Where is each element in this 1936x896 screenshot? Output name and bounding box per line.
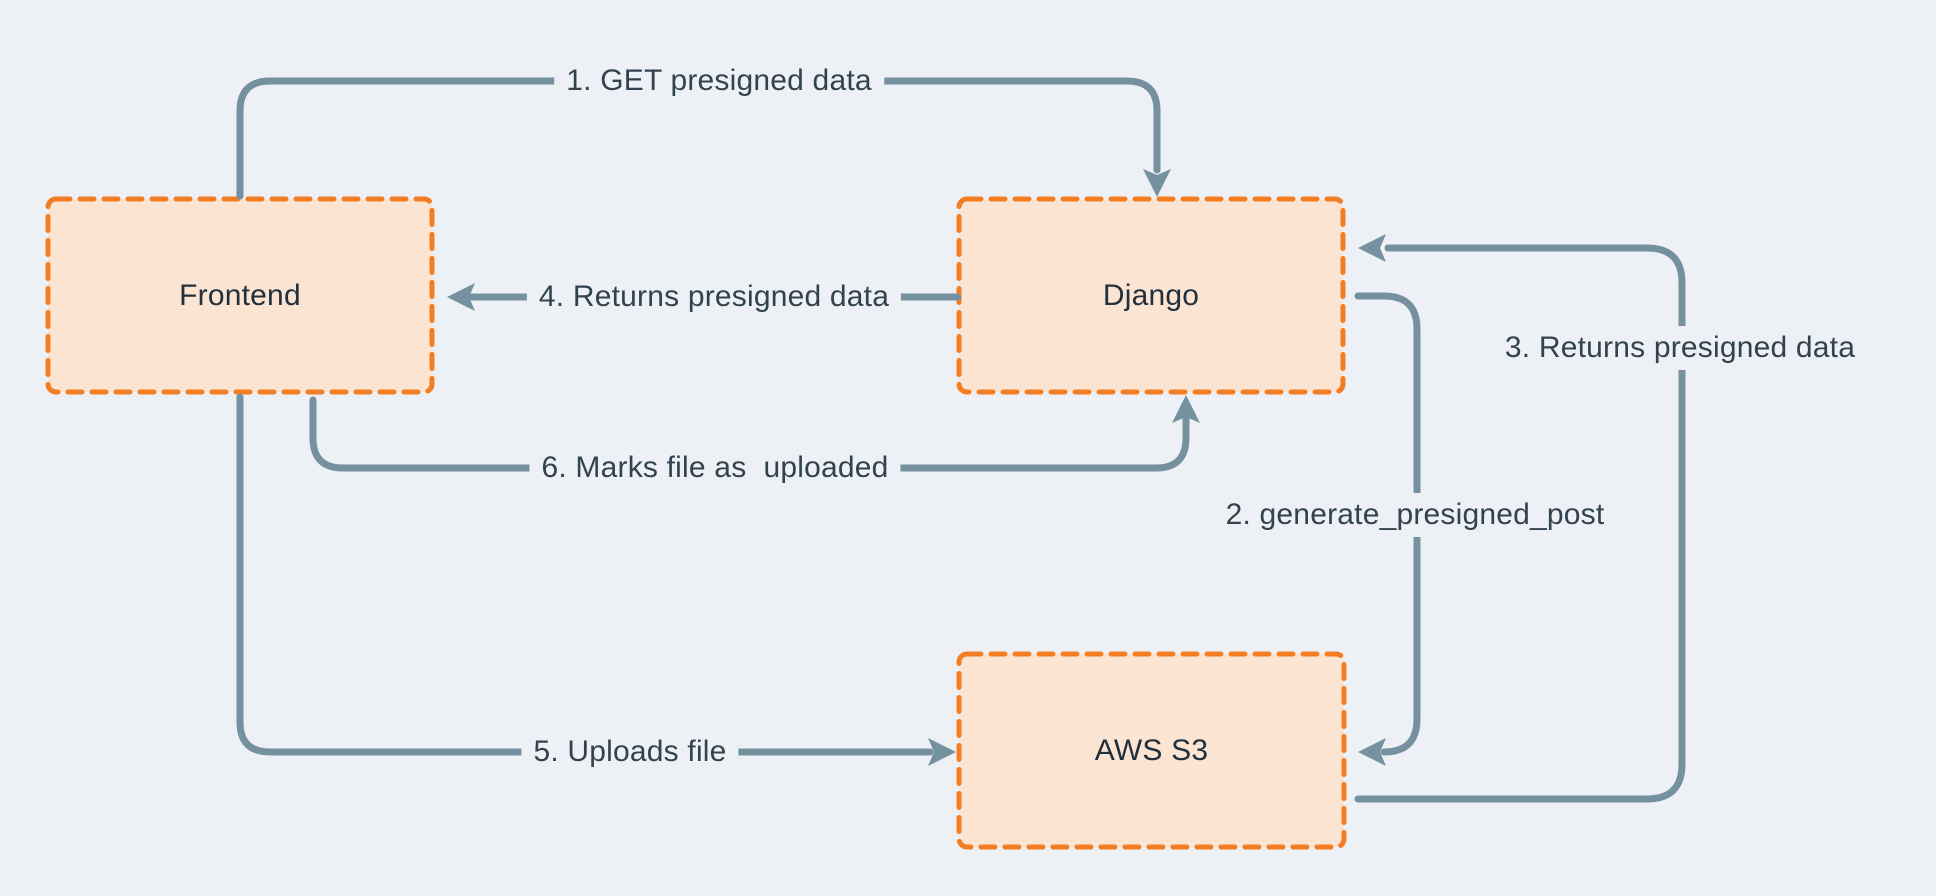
edge-label-step6: 6. Marks file as uploaded [529,446,901,490]
edge-label-step2: 2. generate_presigned_post [1213,493,1617,537]
node-label-django: Django [1102,278,1200,312]
edge-label-step5: 5. Uploads file [521,730,739,774]
edge-step2-path [1354,292,1421,756]
edge-step3-path [1354,244,1686,803]
edge-step4-arrowhead-left-icon [447,283,475,311]
edge-step3-arrowhead-left-icon [1358,234,1386,262]
edge-label-step1: 1. GET presigned data [554,59,884,103]
node-label-frontend: Frontend [179,278,301,312]
edge-step5-arrowhead-right-icon [928,738,956,766]
edge-step6-arrowhead-up-icon [1172,395,1200,423]
edge-step5-path [236,393,934,756]
edge-step1-arrowhead-down-icon [1143,169,1171,197]
edge-label-step4: 4. Returns presigned data [526,275,902,319]
node-aws-s3-rect [956,651,1347,850]
edge-label-step3: 3. Returns presigned data [1492,326,1868,370]
node-label-aws-s3: AWS S3 [1094,733,1209,767]
edge-step2-arrowhead-left-icon [1358,738,1386,766]
